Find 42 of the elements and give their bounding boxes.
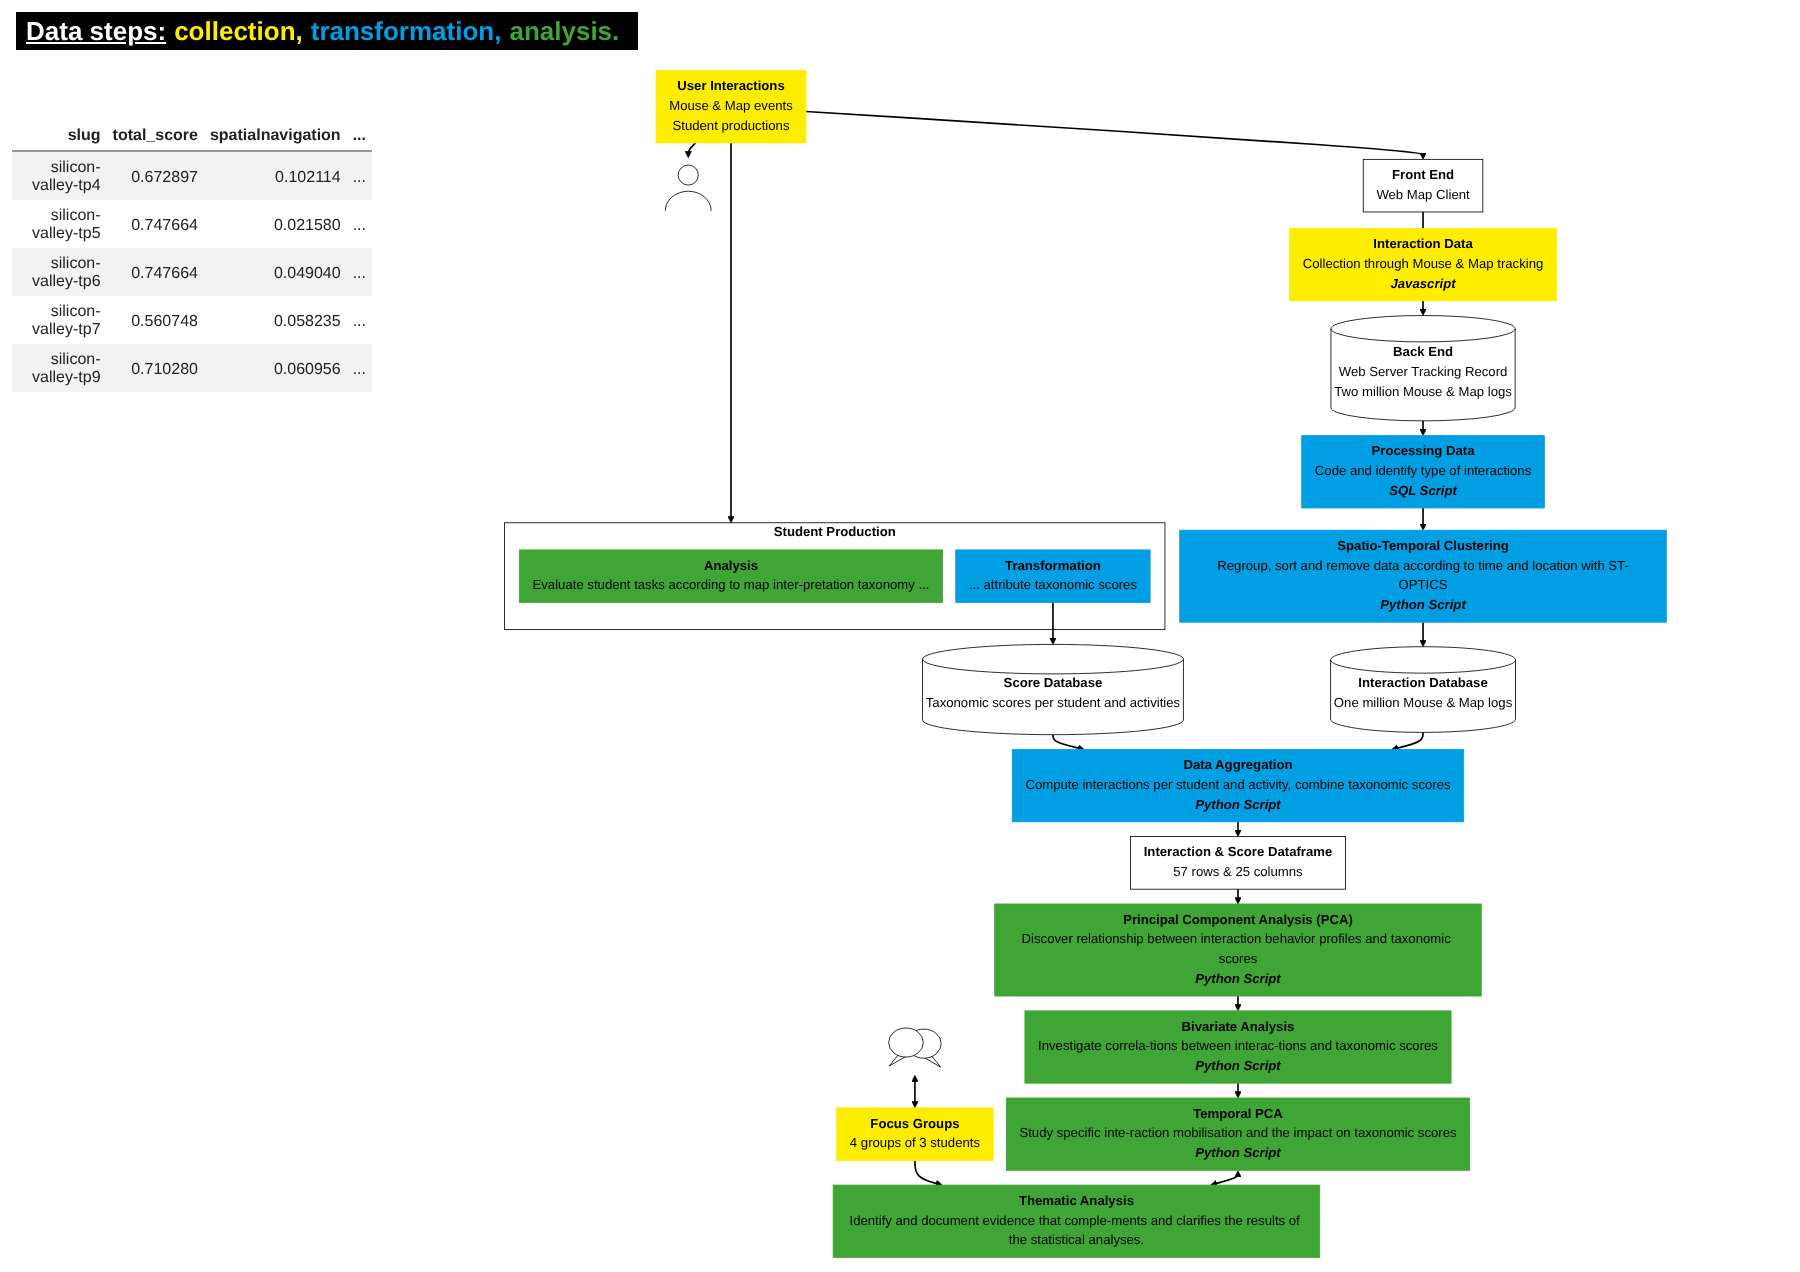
arrow xyxy=(1234,888,1243,905)
arrow xyxy=(1419,621,1428,648)
arrow xyxy=(914,1159,944,1187)
table-value: silicon-valley-tp9 xyxy=(12,344,107,392)
table-value: ... xyxy=(346,248,372,296)
table-value: 0.672897 xyxy=(106,151,204,200)
legend-item: transformation, xyxy=(310,16,502,46)
table-value: ... xyxy=(346,344,372,392)
table-value: 0.747664 xyxy=(106,200,204,248)
arrow xyxy=(1234,1082,1243,1099)
arrow xyxy=(1391,731,1425,752)
arrow xyxy=(1210,1170,1243,1187)
table-value: 0.058235 xyxy=(203,296,347,344)
arrow xyxy=(1234,820,1243,837)
arrow xyxy=(685,142,697,159)
arrow xyxy=(1049,601,1058,645)
arrow xyxy=(1419,420,1428,436)
table-value: 0.747664 xyxy=(106,248,204,296)
table-value: 0.021580 xyxy=(203,200,347,248)
arrow xyxy=(1234,995,1243,1012)
table-value: 0.710280 xyxy=(106,344,204,392)
arrow xyxy=(1419,299,1428,316)
arrow xyxy=(1419,507,1428,531)
arrow xyxy=(727,142,736,524)
table-value: 0.049040 xyxy=(203,248,347,296)
table-value: ... xyxy=(346,200,372,248)
connector xyxy=(1422,211,1425,230)
table-value: 0.102114 xyxy=(203,151,347,200)
table-value: silicon-valley-tp5 xyxy=(12,200,107,248)
table-value: ... xyxy=(346,296,372,344)
title: Data steps: xyxy=(26,16,167,46)
arrow xyxy=(1052,733,1086,752)
table-value: 0.060956 xyxy=(203,344,347,392)
table-value: silicon-valley-tp4 xyxy=(12,151,107,200)
arrow xyxy=(911,1074,920,1109)
legend-item: analysis. xyxy=(509,16,620,46)
table-value: 0.560748 xyxy=(106,296,204,344)
legend-item: collection, xyxy=(174,16,303,46)
table-value: silicon-valley-tp7 xyxy=(12,296,107,344)
arrow xyxy=(805,110,1428,160)
table-value: ... xyxy=(346,151,372,200)
table-value: silicon-valley-tp6 xyxy=(12,248,107,296)
